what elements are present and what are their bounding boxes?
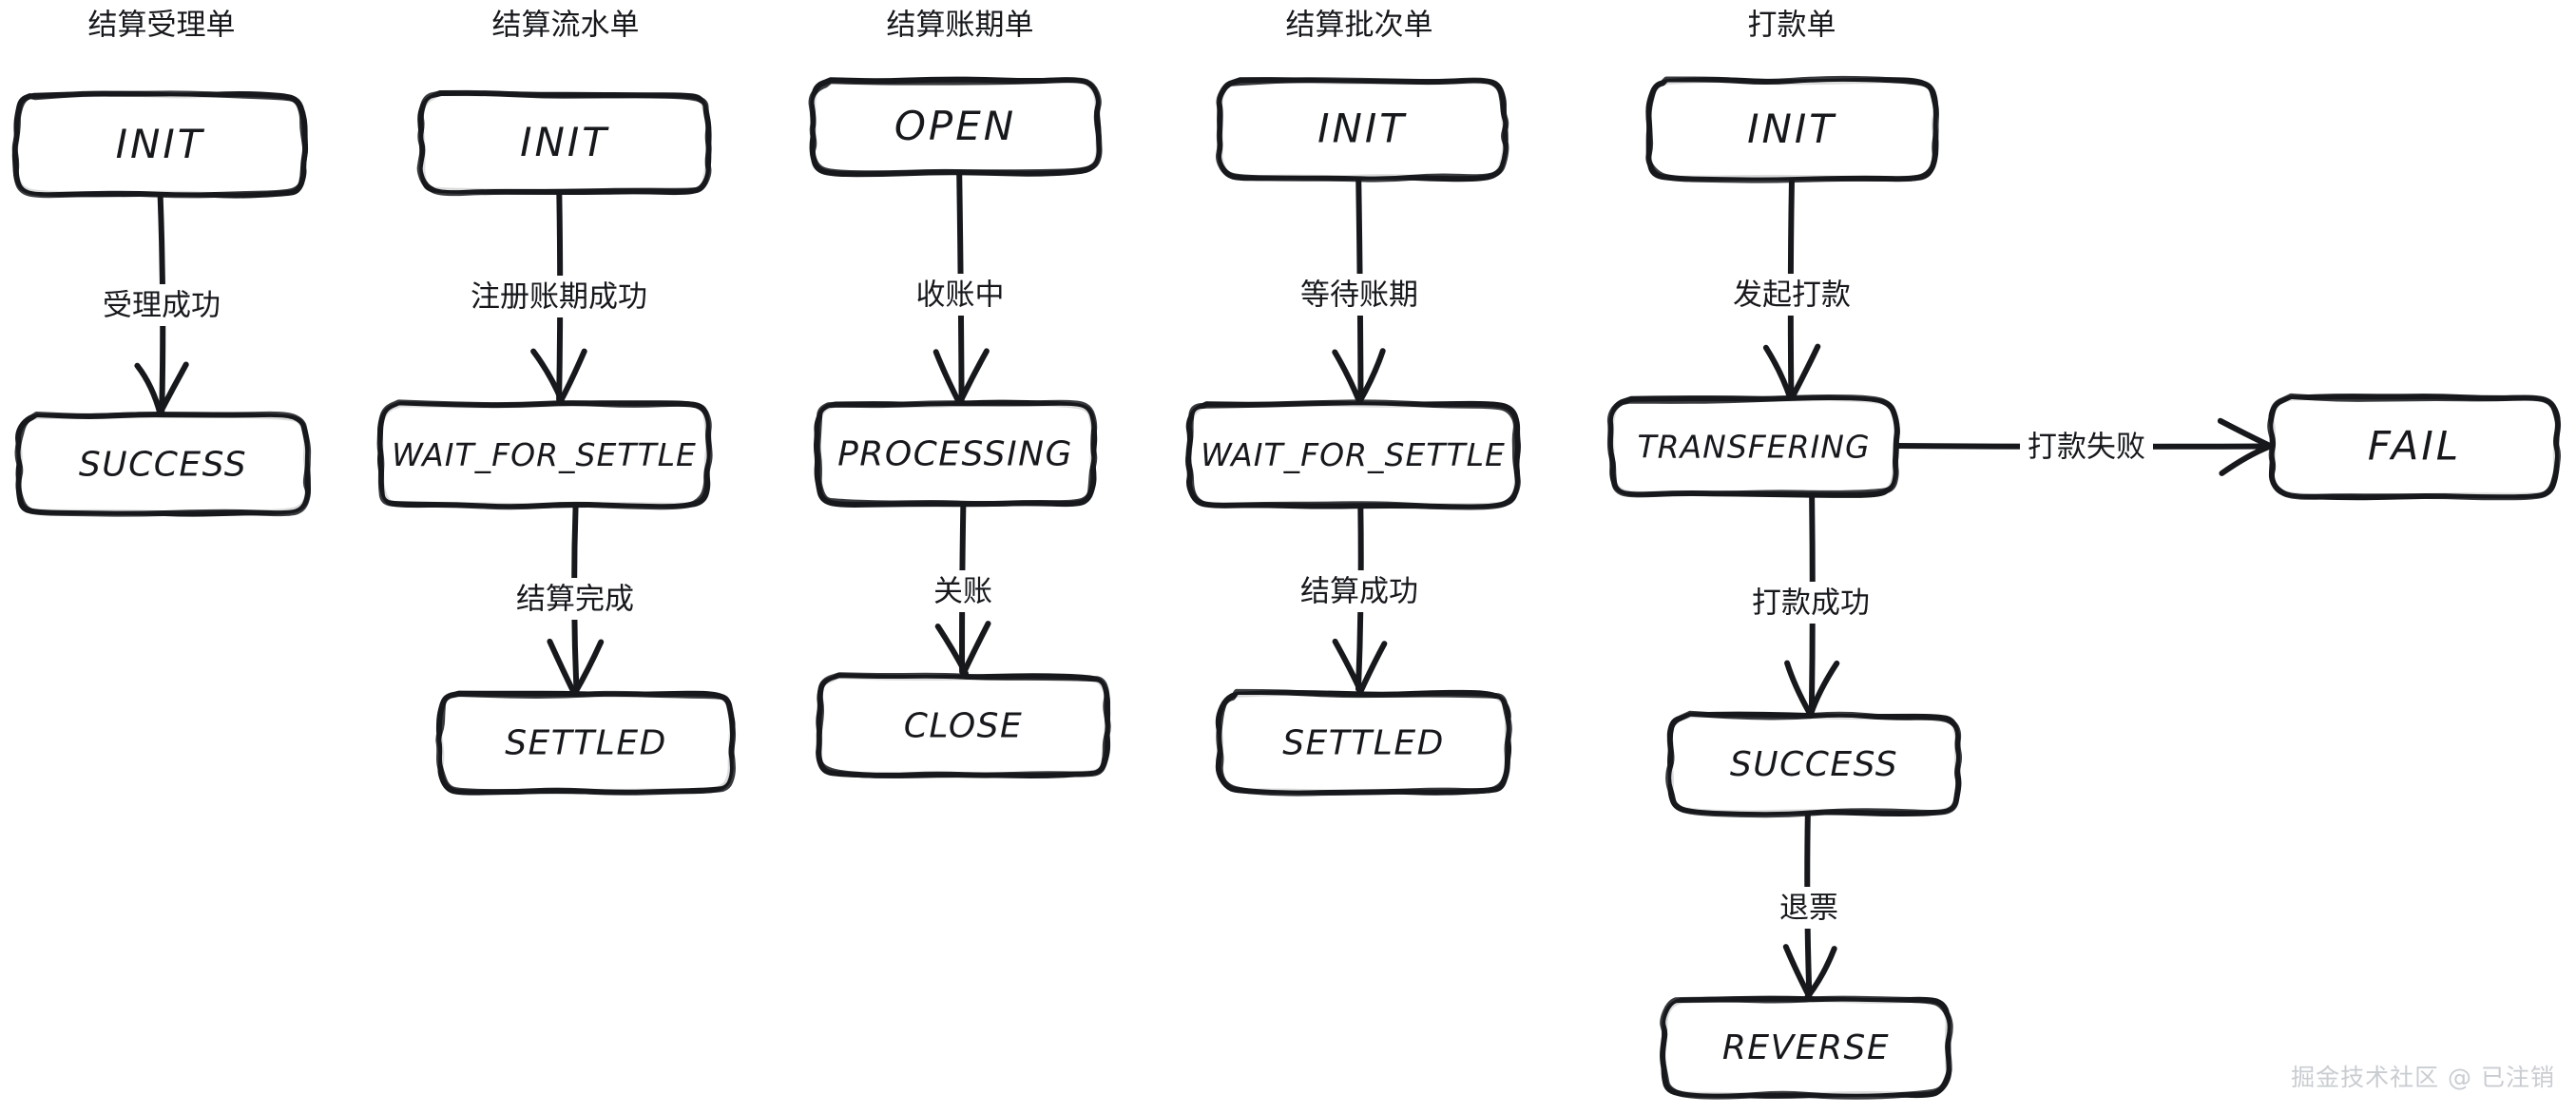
state-node-label: WAIT_FOR_SETTLE	[1201, 436, 1506, 473]
transition-label: 退票	[1779, 892, 1838, 926]
state-node-open[interactable]: OPEN	[808, 76, 1103, 178]
state-node-transfering[interactable]: TRANSFERING	[1606, 394, 1900, 498]
state-node-label: WAIT_FOR_SETTLE	[392, 436, 697, 473]
transition-edge: 打款成功	[1744, 490, 1877, 719]
transition-edge: 结算完成	[509, 502, 642, 697]
transition-label: 受理成功	[103, 289, 221, 323]
state-node-init[interactable]: INIT	[1645, 75, 1940, 183]
state-node-init[interactable]: INIT	[1216, 77, 1509, 182]
transition-edge: 结算成功	[1293, 502, 1426, 695]
transition-label: 结算成功	[1300, 575, 1418, 609]
transition-label: 打款成功	[1752, 586, 1870, 621]
state-node-reverse[interactable]: REVERSE	[1660, 995, 1953, 1100]
state-node-label: SUCCESS	[1730, 745, 1898, 784]
state-node-init[interactable]: INIT	[11, 90, 309, 199]
state-node-label: SUCCESS	[79, 446, 247, 485]
transition-edge: 受理成功	[95, 192, 228, 417]
state-node-wait-for-settle[interactable]: WAIT_FOR_SETTLE	[1185, 399, 1521, 510]
state-node-settled[interactable]: SETTLED	[435, 690, 737, 796]
column-title: 打款单	[1748, 9, 1836, 43]
column-title: 结算批次单	[1286, 9, 1433, 43]
transition-edge: 发起打款	[1725, 176, 1858, 402]
state-node-label: REVERSE	[1722, 1028, 1890, 1067]
transition-label: 等待账期	[1300, 278, 1418, 313]
state-node-success[interactable]: SUCCESS	[1665, 710, 1963, 818]
transition-label: 打款失败	[2028, 431, 2145, 465]
column-title: 结算流水单	[492, 9, 640, 43]
state-node-label: INIT	[1747, 106, 1836, 152]
state-node-label: TRANSFERING	[1637, 429, 1870, 466]
state-node-close[interactable]: CLOSE	[816, 672, 1111, 778]
transition-label: 注册账期成功	[471, 280, 647, 315]
watermark-text: 掘金技术社区 @ 已注销	[2291, 1064, 2555, 1091]
state-node-init[interactable]: INIT	[416, 89, 712, 197]
transition-label: 结算完成	[516, 583, 634, 617]
state-node-fail[interactable]: FAIL	[2267, 393, 2562, 501]
state-node-label: INIT	[520, 119, 609, 165]
transition-edge: 退票	[1773, 808, 1845, 1001]
transition-edge: 打款失败	[1894, 417, 2273, 476]
column-title: 结算受理单	[88, 9, 236, 43]
state-node-settled[interactable]: SETTLED	[1215, 688, 1512, 797]
state-node-label: PROCESSING	[837, 435, 1073, 474]
state-node-processing[interactable]: PROCESSING	[814, 399, 1098, 508]
state-node-label: INIT	[1317, 106, 1407, 152]
state-node-label: SETTLED	[1282, 724, 1445, 763]
transition-label: 发起打款	[1733, 278, 1851, 313]
transition-label: 收账中	[916, 278, 1005, 313]
transition-label: 关账	[933, 575, 992, 609]
state-node-success[interactable]: SUCCESS	[14, 411, 312, 517]
state-node-label: OPEN	[894, 103, 1016, 149]
transition-edge: 等待账期	[1293, 175, 1426, 405]
column-title: 结算账期单	[887, 9, 1034, 43]
state-node-label: CLOSE	[904, 707, 1024, 746]
state-node-label: SETTLED	[505, 724, 667, 763]
transition-edge: 注册账期成功	[462, 188, 656, 406]
state-node-label: FAIL	[2368, 423, 2461, 470]
state-node-label: INIT	[116, 121, 205, 167]
state-node-wait-for-settle[interactable]: WAIT_FOR_SETTLE	[376, 399, 713, 510]
transition-edge: 收账中	[909, 170, 1011, 407]
transition-edge: 关账	[927, 499, 999, 677]
